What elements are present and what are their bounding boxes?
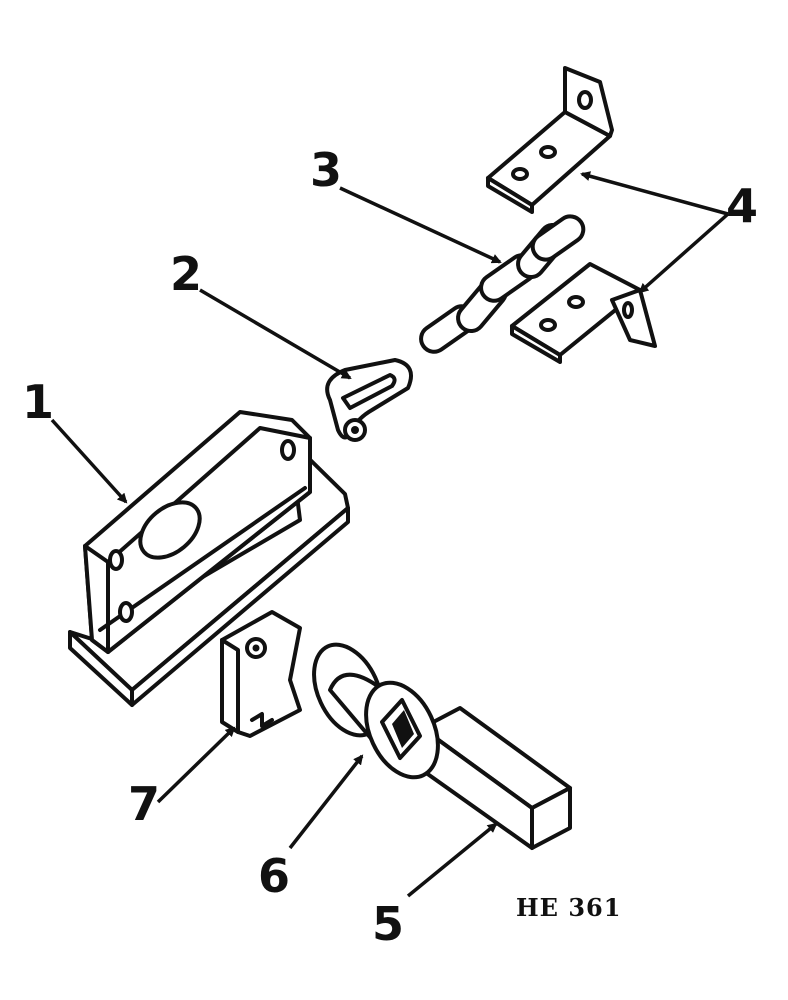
part-5-square-key	[420, 706, 572, 850]
callout-2: 2	[170, 247, 202, 301]
leader-4a	[580, 171, 729, 216]
callout-labels: 1 2 3 4 5 6 7	[22, 143, 758, 951]
callout-7: 7	[128, 777, 160, 831]
leader-7	[156, 726, 236, 804]
part-1-mounting-bracket	[68, 410, 350, 707]
callout-3: 3	[310, 143, 342, 197]
callout-4: 4	[726, 179, 758, 233]
part-2-shackle	[325, 358, 413, 442]
leader-2	[199, 288, 352, 380]
part-6-spool	[312, 642, 440, 780]
callout-6: 6	[258, 849, 290, 903]
leader-4b	[638, 212, 730, 294]
part-7-latch-block	[220, 610, 302, 738]
leader-1	[50, 418, 128, 504]
part-3-chain	[419, 214, 586, 354]
callout-5: 5	[372, 897, 404, 951]
leader-3	[339, 186, 502, 264]
leader-6	[288, 754, 364, 850]
figure-code: HE 361	[516, 893, 621, 922]
callout-1: 1	[22, 375, 54, 429]
leader-5	[406, 822, 498, 898]
part-4-angle-brackets	[486, 66, 657, 364]
leader-lines	[50, 171, 730, 898]
